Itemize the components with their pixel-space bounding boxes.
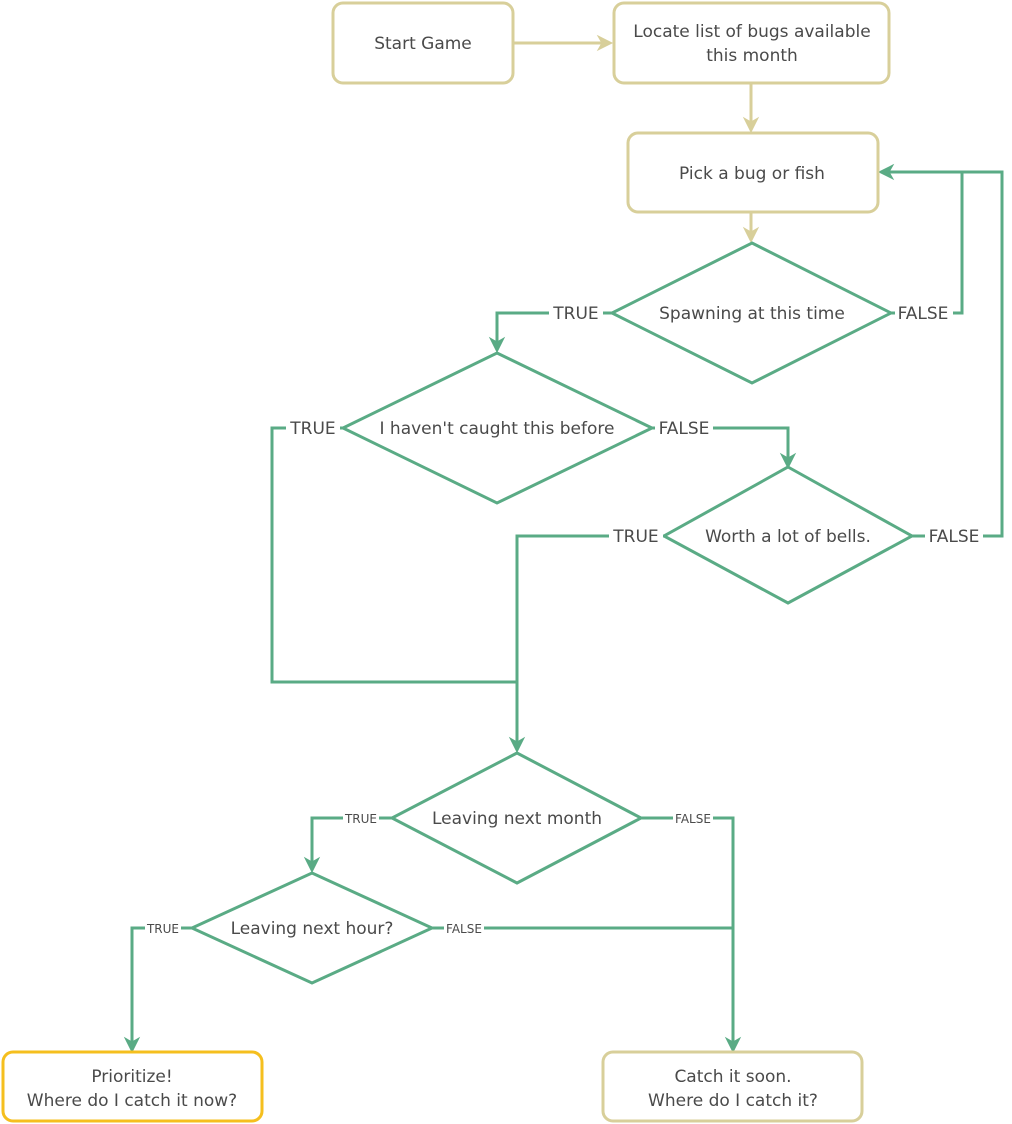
decision-not-caught[interactable]: I haven't caught this before: [339, 351, 656, 505]
decision-leaving-hour[interactable]: Leaving next hour?: [188, 871, 436, 985]
decision-leaving-month-label: Leaving next month: [432, 809, 602, 829]
arrowhead-icon: [724, 1036, 742, 1054]
edge-month-true: [303, 816, 392, 874]
decision-leaving-month[interactable]: Leaving next month: [388, 751, 645, 885]
edge-label-spawning-true: TRUE: [552, 304, 598, 324]
arrowhead-icon: [303, 856, 321, 874]
edge-label-caught-true: TRUE: [289, 419, 335, 439]
edge-hour-true: [123, 926, 192, 1054]
arrowhead-icon: [488, 336, 506, 354]
edge-worth-false: [877, 163, 1004, 538]
arrowhead-icon: [123, 1036, 141, 1054]
edge-label-worth-true: TRUE: [612, 527, 658, 547]
node-pick-bug-or-fish-label: Pick a bug or fish: [679, 164, 825, 184]
edge-label-spawning-false: FALSE: [898, 304, 949, 324]
node-catch-soon-label-line1: Catch it soon.: [674, 1067, 791, 1087]
arrowhead-icon: [742, 226, 760, 244]
decision-spawning[interactable]: Spawning at this time: [608, 241, 895, 385]
edge-start-locate: [513, 34, 614, 52]
node-locate-list-label-line2: this month: [706, 46, 798, 66]
decision-not-caught-label: I haven't caught this before: [380, 419, 615, 439]
decision-leaving-hour-label: Leaving next hour?: [231, 919, 394, 939]
decision-spawning-label: Spawning at this time: [659, 304, 845, 324]
node-prioritize[interactable]: Prioritize! Where do I catch it now?: [1, 1050, 264, 1123]
edge-spawning-false: [889, 170, 964, 315]
edge-worth-true: [508, 534, 664, 754]
edge-label-month-false: FALSE: [675, 812, 711, 826]
edge-label-worth-false: FALSE: [929, 527, 980, 547]
node-locate-list-label-line1: Locate list of bugs available: [633, 22, 870, 42]
arrowhead-icon: [779, 452, 797, 470]
decision-worth-bells-label: Worth a lot of bells.: [705, 527, 871, 547]
node-start-game-label: Start Game: [374, 34, 472, 54]
node-catch-soon-label-line2: Where do I catch it?: [648, 1091, 818, 1111]
arrowhead-icon: [877, 163, 895, 181]
node-prioritize-label-line1: Prioritize!: [91, 1067, 172, 1087]
decision-worth-bells[interactable]: Worth a lot of bells.: [660, 465, 916, 605]
arrowhead-icon: [742, 116, 760, 134]
edge-label-month-true: TRUE: [344, 812, 377, 826]
arrowhead-icon: [596, 34, 614, 52]
node-prioritize-label-line2: Where do I catch it now?: [27, 1091, 237, 1111]
node-pick-bug-or-fish[interactable]: Pick a bug or fish: [626, 131, 880, 214]
edge-pick-spawning: [742, 212, 760, 244]
edge-label-hour-false: FALSE: [446, 922, 482, 936]
edge-month-false: [641, 816, 742, 1054]
edge-locate-pick: [742, 83, 760, 134]
node-locate-list[interactable]: Locate list of bugs available this month: [612, 1, 891, 85]
edge-label-hour-true: TRUE: [146, 922, 179, 936]
node-catch-soon[interactable]: Catch it soon. Where do I catch it?: [601, 1050, 864, 1123]
edge-labels: TRUE FALSE TRUE FALSE TRUE FALSE TRUE FA…: [145, 303, 983, 936]
edge-label-caught-false: FALSE: [659, 419, 710, 439]
arrowhead-icon: [508, 736, 526, 754]
node-start-game[interactable]: Start Game: [331, 1, 515, 85]
